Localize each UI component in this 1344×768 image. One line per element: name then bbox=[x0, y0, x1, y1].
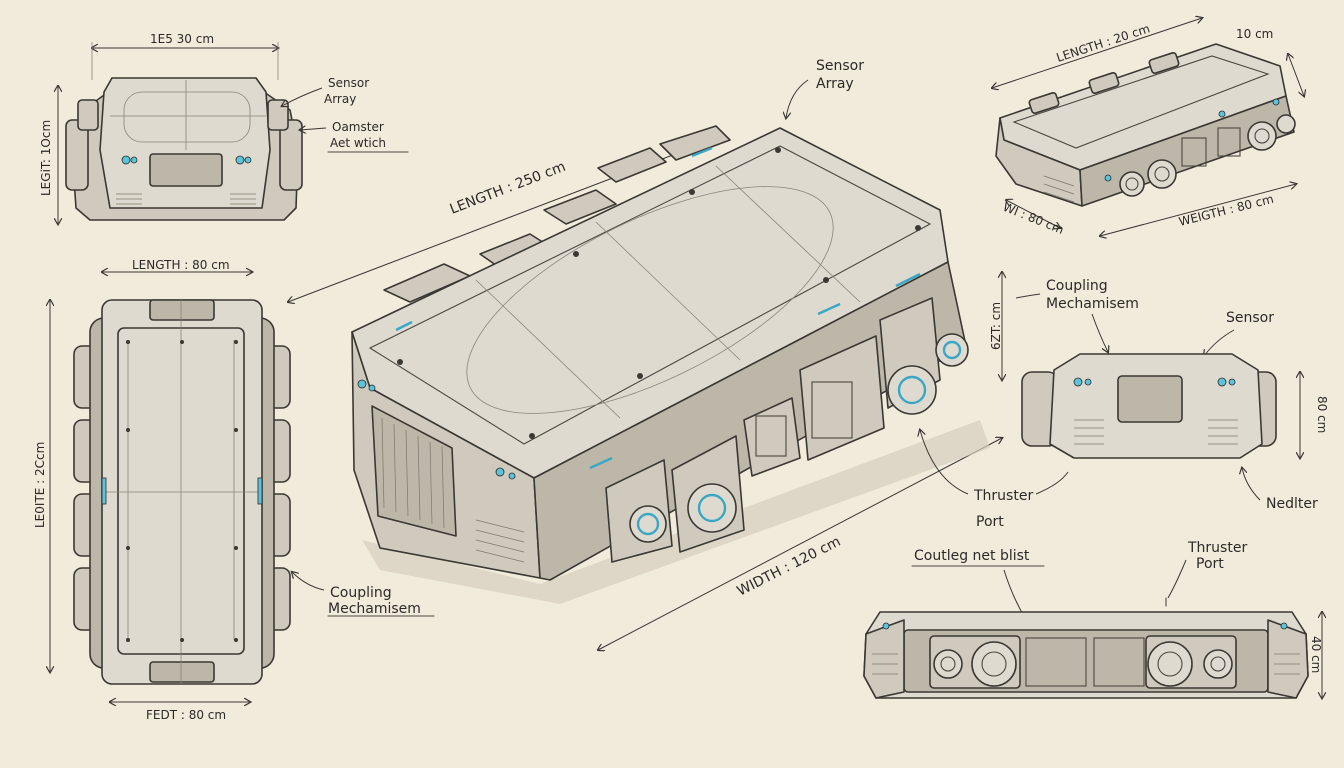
end-label-coupling: Coupling Mechamisem bbox=[1046, 278, 1139, 312]
iso-thruster-label-line2: Port bbox=[976, 514, 1004, 530]
side-side-dimension: 40 cm bbox=[1309, 636, 1323, 673]
top-coupling-label-line2: Mechamisem bbox=[328, 601, 421, 617]
iso-sensor-label-line1: Sensor bbox=[816, 58, 864, 74]
front-view: 1E5 30 cm LEGiT: 1Ocm Sensor Array Oamst… bbox=[39, 32, 409, 224]
end-label-nedlter: Nedlter bbox=[1266, 496, 1318, 512]
side-view: Coutleg net blist Thruster Port 40 cm bbox=[863, 540, 1323, 698]
front-label-sensor-array: Sensor Array bbox=[324, 76, 373, 106]
iso-view: LENGTH : 250 cm WIDTH : 120 cm 6ZT: cm bbox=[288, 58, 1069, 650]
iso-sensor-label-line2: Array bbox=[816, 76, 854, 92]
small-bottom-left-dimension: WI : 80 cm bbox=[1001, 200, 1066, 237]
top-view: LENGTH : 80 cm LE0ITE : 2Ccm FEDT : 80 c… bbox=[33, 258, 435, 722]
top-view-top-dimension: LENGTH : 80 cm bbox=[132, 258, 230, 272]
end-side-dimension: 80 cm bbox=[1315, 396, 1329, 433]
front-oamster-label-line2: Aet wtich bbox=[330, 136, 386, 150]
top-coupling-label-line1: Coupling bbox=[330, 585, 392, 601]
front-side-dimension: LEGiT: 1Ocm bbox=[39, 120, 53, 196]
iso-width-dimension: WIDTH : 120 cm bbox=[735, 534, 844, 600]
end-label-sensor: Sensor bbox=[1226, 310, 1274, 326]
iso-height-dimension: 6ZT: cm bbox=[989, 302, 1003, 350]
iso-label-sensor-array: Sensor Array bbox=[816, 58, 868, 92]
front-oamster-label-line1: Oamster bbox=[332, 120, 384, 134]
top-view-bottom-dimension: FEDT : 80 cm bbox=[146, 708, 226, 722]
front-label-oamster: Oamster Aet wtich bbox=[330, 120, 388, 150]
side-label-thruster-port: Thruster Port bbox=[1187, 540, 1252, 572]
end-view: Coupling Mechamisem Sensor 80 cm Nedlter bbox=[1015, 278, 1329, 512]
small-bottom-right-dimension: WEIGTH : 80 cm bbox=[1177, 192, 1275, 229]
top-view-side-dimension: LE0ITE : 2Ccm bbox=[33, 442, 47, 528]
front-sensor-label-line1: Sensor bbox=[328, 76, 369, 90]
small-top-right-dimension: 10 cm bbox=[1236, 27, 1273, 41]
end-coupling-label-line1: Coupling bbox=[1046, 278, 1108, 294]
front-top-dimension: 1E5 30 cm bbox=[150, 32, 214, 46]
side-label-coupling-list: Coutleg net blist bbox=[914, 548, 1030, 564]
iso-thruster-label-line1: Thruster bbox=[973, 488, 1033, 504]
top-view-label-coupling: Coupling Mechamisem bbox=[328, 585, 421, 617]
side-thruster-label-line2: Port bbox=[1196, 556, 1224, 572]
small-iso-view: LENGTH : 20 cm 10 cm WI : 80 cm WEIGTH :… bbox=[992, 18, 1304, 237]
small-length-dimension: LENGTH : 20 cm bbox=[1055, 21, 1152, 64]
iso-label-thruster-port: Thruster Port bbox=[973, 488, 1038, 530]
end-coupling-label-line2: Mechamisem bbox=[1046, 296, 1139, 312]
front-sensor-label-line2: Array bbox=[324, 92, 356, 106]
side-thruster-label-line1: Thruster bbox=[1187, 540, 1247, 556]
